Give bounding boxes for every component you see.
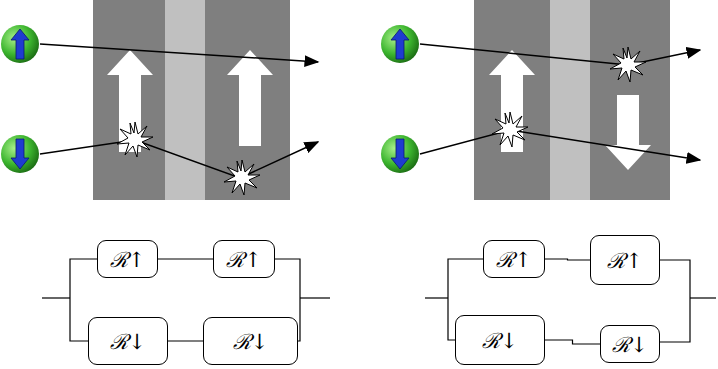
series-wire — [158, 258, 213, 259]
resistor-box: ℛ↓ — [203, 317, 298, 365]
resistance-label: ℛ↓ — [233, 327, 269, 355]
resistance-label: ℛ↓ — [482, 326, 518, 354]
resistor-box: ℛ↑ — [483, 240, 545, 278]
resistance-label: ℛ↑ — [226, 245, 262, 273]
resistance-label: ℛ↓ — [612, 330, 648, 358]
resistor-box: ℛ↓ — [600, 325, 660, 363]
resistor-box: ℛ↓ — [455, 315, 545, 365]
resistor-box: ℛ↑ — [213, 240, 275, 278]
resistor-box: ℛ↑ — [97, 240, 158, 278]
resistance-label: ℛ↑ — [496, 245, 532, 273]
series-wire — [168, 340, 203, 341]
resistance-label: ℛ↓ — [110, 327, 146, 355]
resistor-box: ℛ↑ — [590, 235, 660, 285]
resistance-label: ℛ↑ — [110, 245, 146, 273]
resistor-box: ℛ↓ — [88, 317, 168, 365]
resistance-label: ℛ↑ — [607, 246, 643, 274]
series-wire — [545, 259, 590, 260]
series-wire — [545, 340, 600, 344]
